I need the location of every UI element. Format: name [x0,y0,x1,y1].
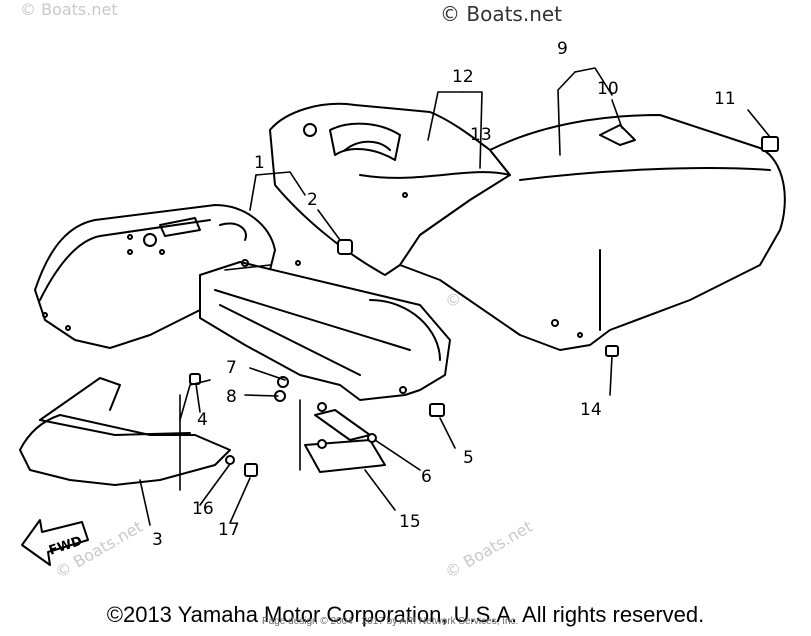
callout-3: 3 [152,530,163,550]
callout-4: 4 [197,410,208,430]
callout-15: 15 [399,512,421,532]
callout-5: 5 [463,448,474,468]
part-tray-panel [199,259,451,401]
watermark-top: © Boats.net [440,2,563,26]
callout-10: 10 [597,79,619,99]
part-front-cover [34,204,276,349]
callout-12: 12 [452,67,474,87]
callout-14: 14 [580,400,602,420]
callout-11: 11 [714,89,736,109]
watermark-tile: © Boats.net [20,0,118,19]
leader-lines [139,67,771,526]
copyright-notice: ©2013 Yamaha Motor Corporation, U.S.A. A… [106,602,705,627]
callout-17: 17 [218,520,240,540]
callout-13: 13 [470,125,492,145]
callout-8: 8 [226,387,237,407]
fasteners [189,136,779,477]
part-lower-panel [19,377,231,486]
callout-6: 6 [421,467,432,487]
callout-9: 9 [557,39,568,59]
page-design-credit: Page design © 2004 - 2017 by ARI Network… [262,616,519,627]
part-seat [399,114,786,351]
callout-2: 2 [307,190,318,210]
part-rear-cowl [269,102,511,276]
callout-16: 16 [192,499,214,519]
callout-7: 7 [226,358,237,378]
fwd-arrow-icon [21,519,89,566]
callout-1: 1 [254,153,265,173]
